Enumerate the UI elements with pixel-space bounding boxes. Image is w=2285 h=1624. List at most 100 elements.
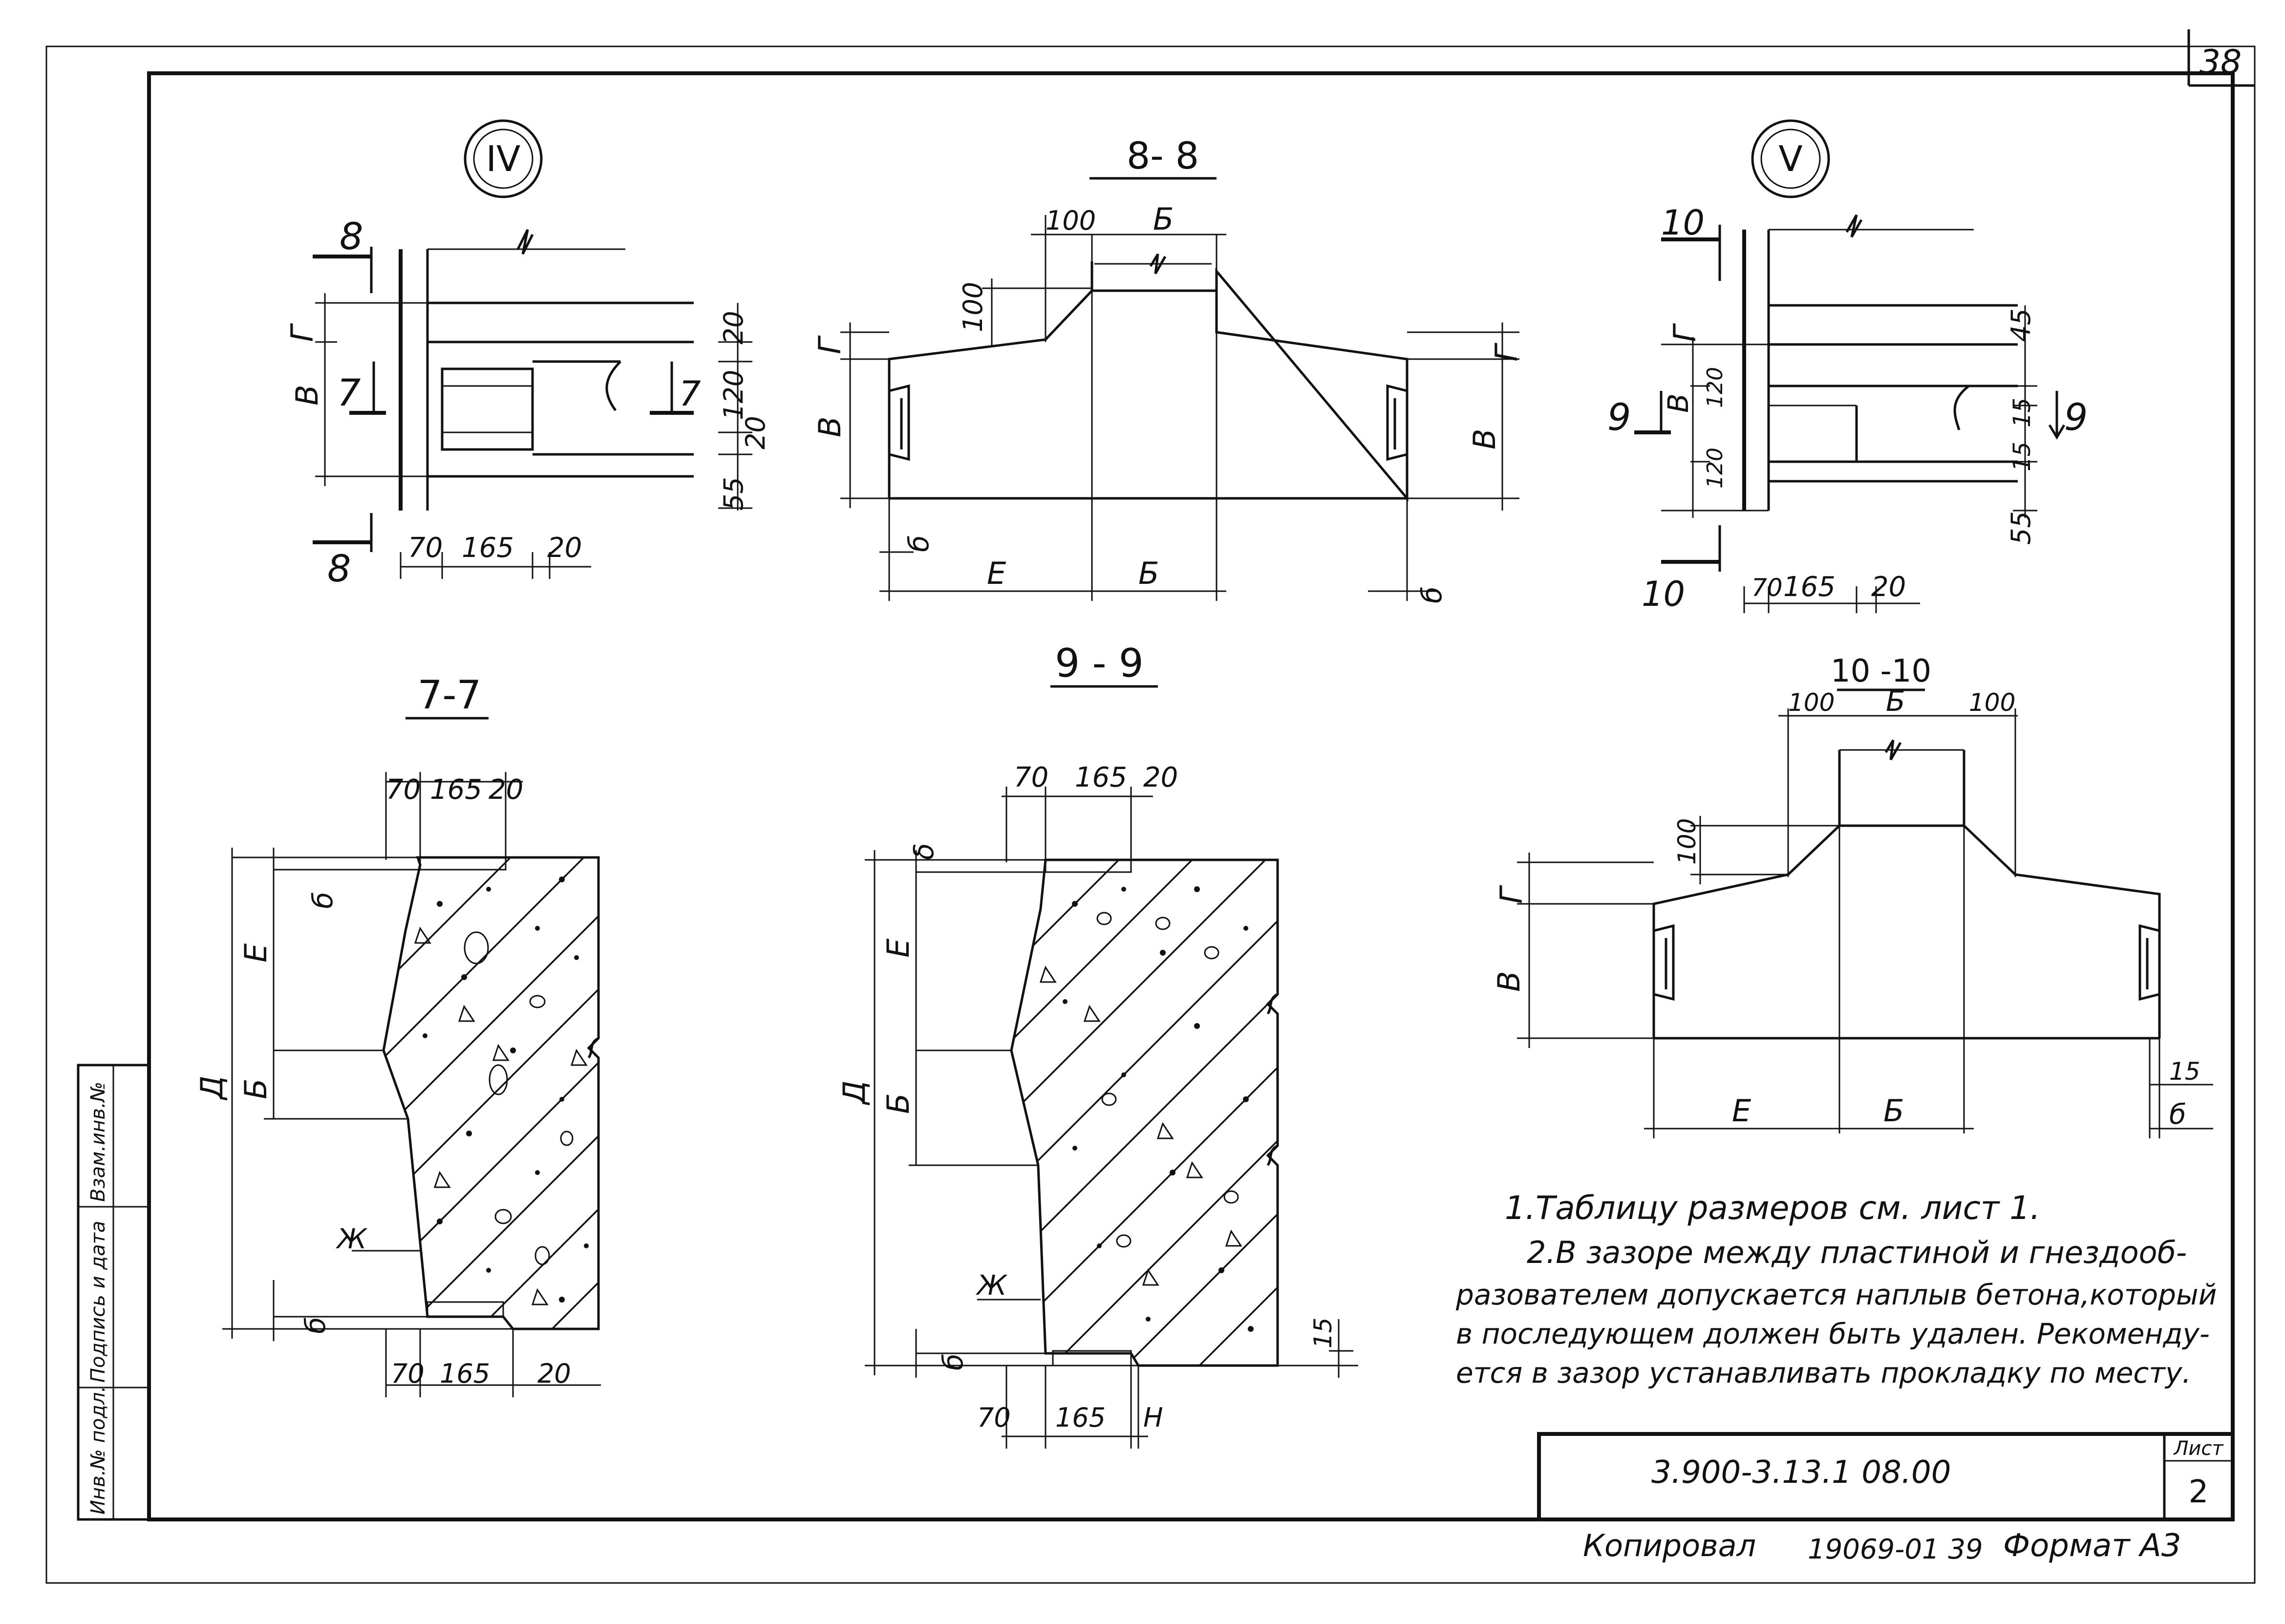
- section-9-9-title: 9 - 9: [1055, 641, 1144, 686]
- note-line-3: разователем допускается наплыв бетона,ко…: [1455, 1278, 2217, 1311]
- view-iv-dim-b-0: 70: [408, 532, 443, 564]
- stamp-code: 3.900-3.13.1 08.00: [1651, 1454, 1951, 1491]
- view-iv-letter-g: Г: [284, 323, 320, 342]
- view-v-cut-top: 10: [1661, 203, 1705, 243]
- section-8-8-dim-100-left: 100: [958, 282, 988, 332]
- section-8-8-letter-b-left: б: [903, 535, 935, 552]
- section-9-9-dim-top-1: 165: [1075, 762, 1127, 793]
- section-7-7-dim-bottom-1: 165: [440, 1358, 490, 1389]
- view-v-drawing: [1634, 214, 2066, 613]
- section-10-10-dim-100-vertical: 100: [1673, 818, 1701, 865]
- section-8-8-letter-b-bottom: Б: [1138, 556, 1159, 591]
- section-9-9-dim-right: 15: [1309, 1317, 1337, 1348]
- section-10-10-letter-b-small: б: [2169, 1099, 2186, 1131]
- section-7-7-letter-b: Б: [238, 1078, 274, 1099]
- section-10-10-letter-e: Е: [1732, 1093, 1751, 1129]
- section-9-9-letter-d: Д: [836, 1081, 872, 1106]
- section-9-9-dim-bottom-0: 70: [977, 1402, 1011, 1433]
- section-8-8-letter-b-top: Б: [1153, 201, 1174, 237]
- section-10-10-letter-b: Б: [1883, 1093, 1904, 1129]
- section-7-7-drawing: [222, 772, 601, 1397]
- note-line-5: ется в зазор устанавливать прокладку по …: [1456, 1356, 2191, 1389]
- section-9-9-dim-bottom-1: 165: [1055, 1402, 1106, 1433]
- section-9-9-dim-bottom-2: Н: [1143, 1402, 1163, 1433]
- view-v-cut-bottom: 10: [1642, 574, 1685, 614]
- view-v-letter-v: В: [1662, 393, 1695, 413]
- section-7-7-letter-b-bottom: б: [300, 1317, 332, 1334]
- section-10-10-dim-15: 15: [2169, 1057, 2200, 1086]
- side-stamp-replace: Взам.инв.№: [87, 1082, 109, 1202]
- view-v-dim-r-2: 15: [2008, 442, 2036, 471]
- footer-format: Формат А3: [2003, 1528, 2181, 1564]
- section-7-7-dim-top-1: 165: [430, 774, 482, 806]
- view-v-dim-r-1: 15: [2008, 398, 2036, 427]
- view-iv-letter-v: В: [289, 385, 325, 406]
- view-v-dim-r-3: 55: [2006, 511, 2036, 545]
- view-v-dim-b-0: 70: [1751, 574, 1783, 602]
- section-8-8-letter-b-right: б: [1416, 586, 1448, 603]
- section-7-7-dim-top-2: 20: [489, 774, 523, 806]
- section-9-9-letter-e: Е: [880, 938, 916, 958]
- view-v-label: V: [1778, 138, 1802, 179]
- section-7-7-letter-e: Е: [238, 943, 274, 962]
- page-number: 38: [2200, 43, 2242, 82]
- section-8-8-letter-g-left: Г: [812, 335, 848, 354]
- view-iv-dim-r-1: 120: [718, 370, 749, 420]
- view-v-dim-b-2: 20: [1871, 571, 1906, 603]
- section-7-7-letter-b-top: б: [307, 892, 339, 909]
- section-7-7-dim-bottom-0: 70: [391, 1358, 425, 1389]
- view-v-dim-b-1: 165: [1783, 571, 1836, 603]
- view-v-dim-l-1: 120: [1703, 448, 1728, 489]
- section-10-10-dim-100-right: 100: [1969, 688, 2015, 717]
- section-10-10-dim-100-left: 100: [1788, 688, 1835, 717]
- section-7-7-title: 7-7: [418, 672, 482, 718]
- side-stamp: [77, 1064, 150, 1521]
- section-9-9-letter-zh: Ж: [976, 1270, 1008, 1302]
- title-block: [1537, 1432, 2235, 1521]
- view-iv-marker: [464, 119, 543, 198]
- section-9-9-letter-b-bottom: б: [938, 1353, 969, 1370]
- section-10-10-letter-g: Г: [1494, 885, 1529, 904]
- view-iv-cut-top: 8: [340, 214, 363, 258]
- sheet-frame: [45, 29, 2256, 1584]
- view-v-dim-r-0: 45: [2006, 308, 2036, 342]
- section-7-7-letter-d: Д: [194, 1076, 230, 1101]
- view-iv-label: IV: [486, 138, 521, 179]
- section-9-9-drawing: [865, 787, 1358, 1449]
- view-iv-dim-r-0: 20: [718, 311, 749, 344]
- section-9-9-dim-top-0: 70: [1014, 762, 1048, 793]
- side-stamp-sign: Подпись и дата: [87, 1221, 109, 1383]
- section-9-9-letter-b: Б: [880, 1093, 916, 1114]
- view-iv-cut-bottom: 8: [327, 547, 351, 590]
- section-7-7-letter-zh: Ж: [336, 1223, 368, 1255]
- side-stamp-inv: Инв.№ подл.: [87, 1386, 109, 1515]
- view-v-letter-g: Г: [1667, 323, 1703, 342]
- view-v-cut-side-left: 9: [1607, 395, 1631, 439]
- footer-order: 19069-01 39: [1808, 1534, 1983, 1565]
- section-8-8-dim-100-top: 100: [1046, 205, 1096, 236]
- view-iv-dim-r-2: 20: [740, 416, 771, 449]
- section-8-8-letter-e: Е: [987, 556, 1006, 591]
- sheet-label: Лист: [2173, 1437, 2224, 1460]
- view-iv-drawing: [313, 229, 752, 579]
- section-9-9-letter-delta: δ: [908, 843, 940, 860]
- section-8-8-letter-g-right: Г: [1489, 342, 1524, 362]
- footer-copied: Копировал: [1583, 1528, 1756, 1563]
- note-line-4: в последующем должен быть удален. Рекоме…: [1456, 1317, 2210, 1350]
- section-9-9-dim-top-2: 20: [1143, 762, 1178, 793]
- section-10-10-letter-b-top: Б: [1886, 684, 1905, 718]
- view-v-cut-side-right: 9: [2064, 395, 2088, 439]
- section-8-8-letter-v-right: В: [1467, 428, 1502, 449]
- section-8-8-title: 8- 8: [1127, 134, 1199, 177]
- section-8-8-drawing: [840, 215, 1519, 601]
- view-iv-cut-side-right: 7: [679, 374, 701, 414]
- sheet-number: 2: [2189, 1474, 2209, 1510]
- view-v-dim-l-0: 120: [1703, 367, 1728, 408]
- note-line-2: 2.В зазоре между пластиной и гнездооб-: [1527, 1235, 2187, 1270]
- view-iv-dim-b-1: 165: [462, 532, 514, 564]
- view-v-marker: [1751, 119, 1830, 198]
- note-line-1: 1.Таблицу размеров см. лист 1.: [1505, 1189, 2040, 1227]
- section-10-10-title: 10 -10: [1831, 653, 1931, 689]
- section-10-10-drawing: [1517, 708, 2213, 1138]
